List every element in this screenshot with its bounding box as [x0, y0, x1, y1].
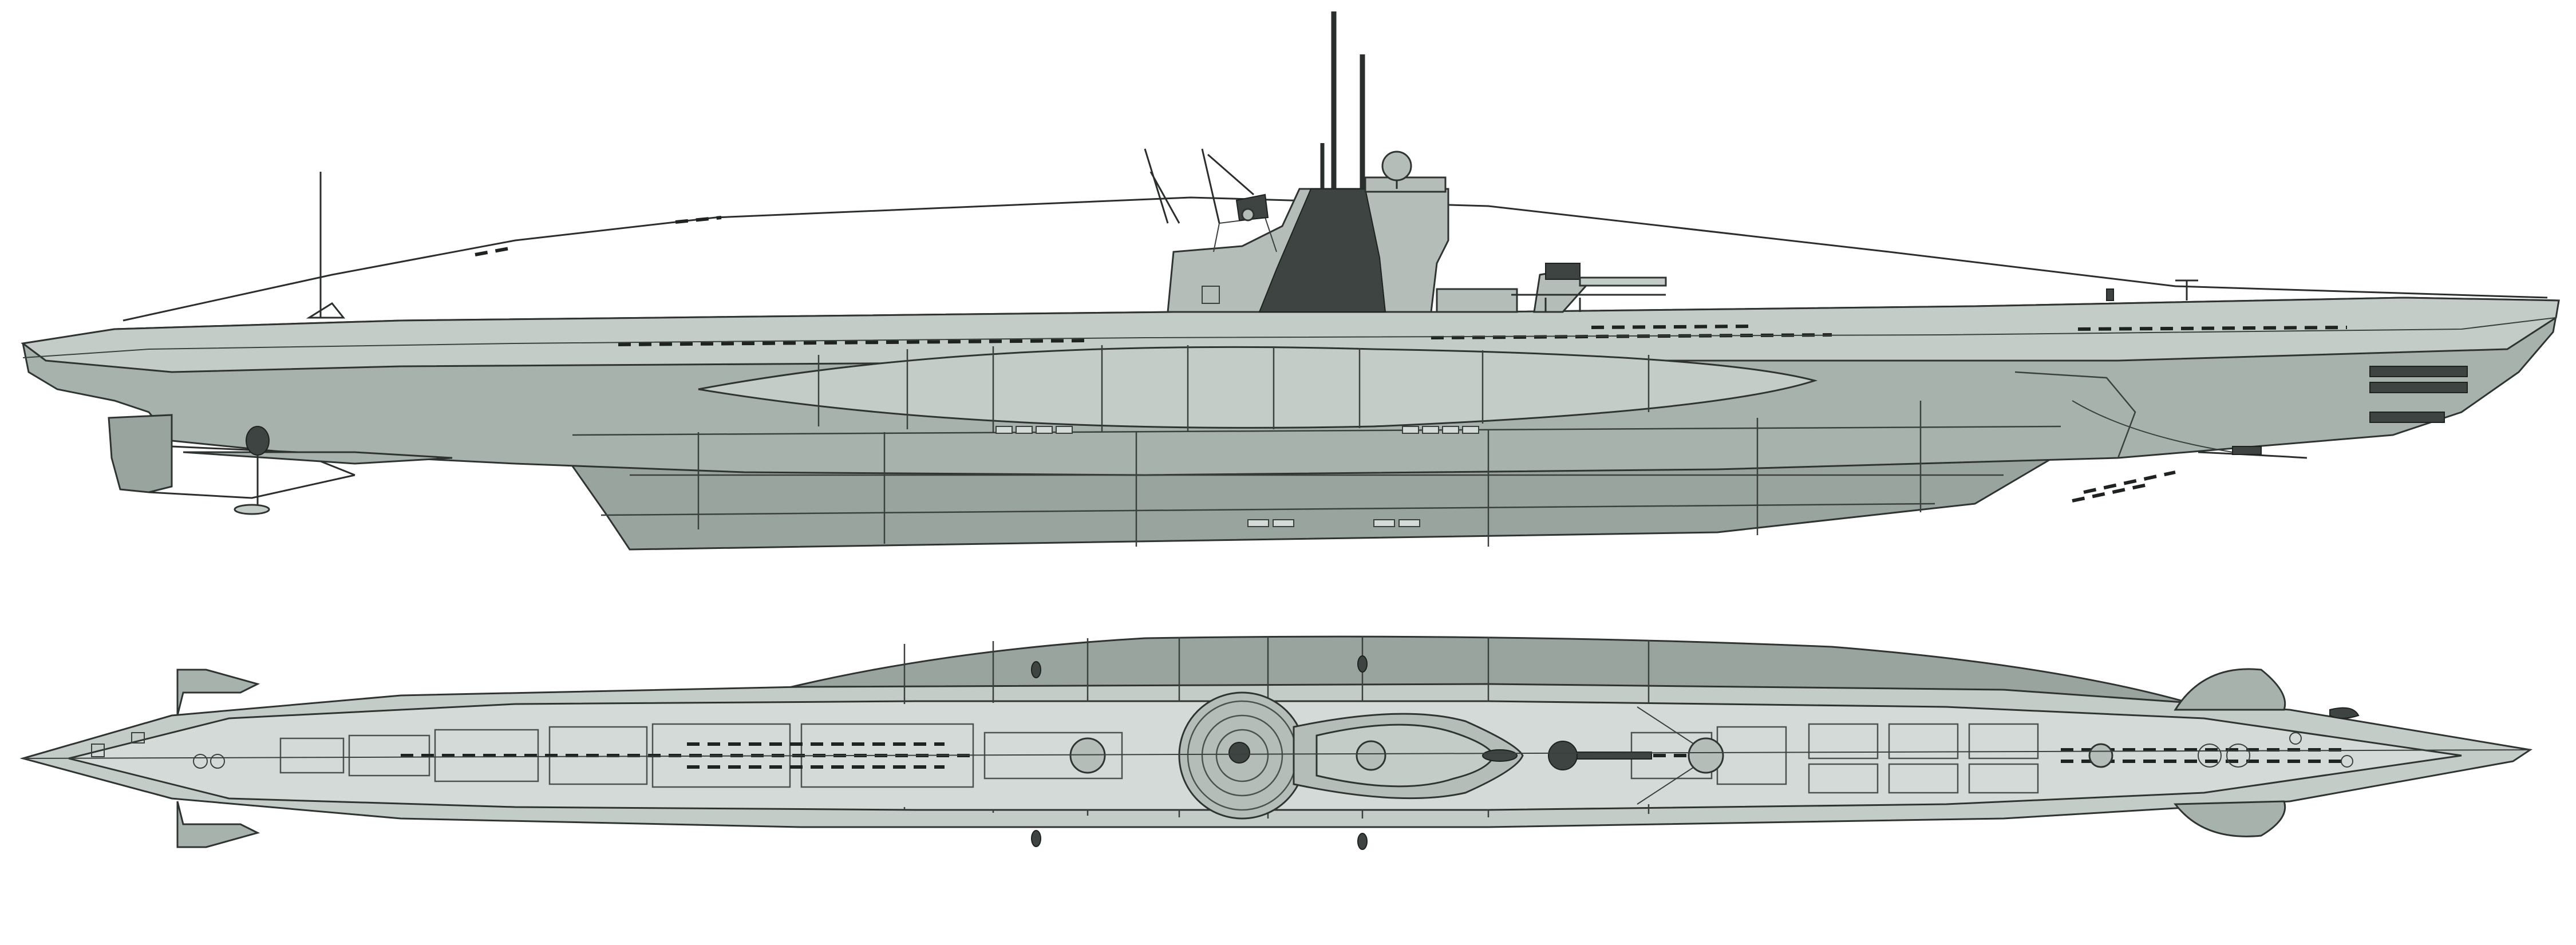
top-plan-view: [19, 635, 2532, 850]
plan-fittings: [22, 732, 2531, 769]
bow-fittings: [2106, 279, 2198, 301]
plan-conning-tower: [1178, 691, 1524, 820]
hull-panel-lines: [572, 345, 2233, 547]
bow-hull-edge: [22, 317, 2557, 358]
bow-torpedo-doors: [2198, 366, 2468, 459]
plan-deck-gun: [1069, 737, 2113, 774]
conning-tower: [1167, 176, 1518, 313]
saddle-tank: [698, 346, 1818, 429]
periscopes: [1320, 11, 1412, 189]
plan-hydroplanes: [176, 668, 2360, 848]
side-profile-view: [21, 11, 2560, 551]
wire-insulators: [475, 216, 722, 256]
plan-tank-panel-lines: [903, 636, 1650, 850]
flak-gun: [1144, 148, 1269, 224]
deck-gun: [1511, 263, 1667, 313]
limber-holes: [995, 426, 2176, 527]
stern-gear: [108, 172, 453, 515]
jumping-wire: [123, 196, 2548, 322]
